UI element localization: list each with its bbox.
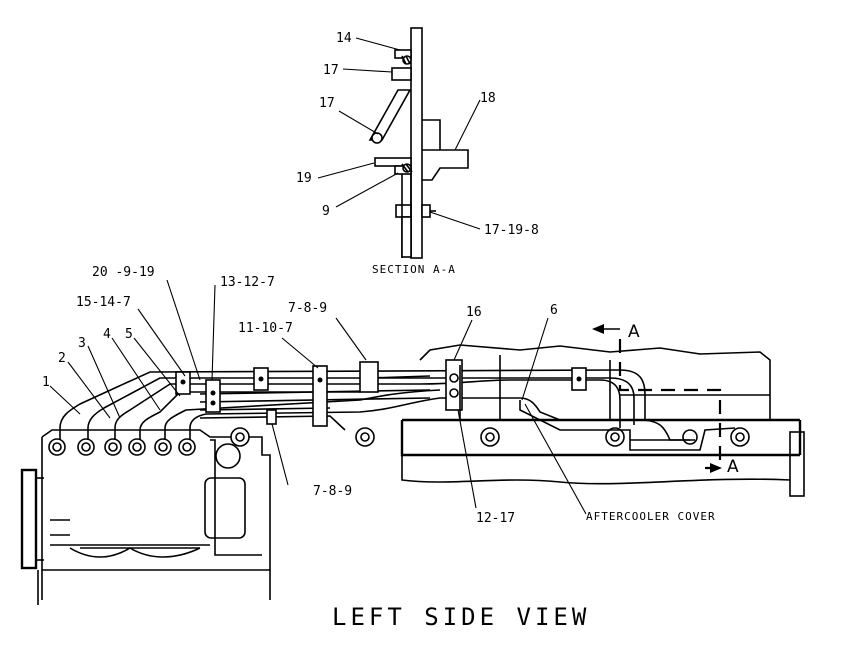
label-1: 1: [42, 375, 50, 390]
label-9: 9: [322, 204, 330, 219]
label-12-17: 12-17: [476, 511, 515, 526]
section-caption: SECTION A-A: [372, 263, 456, 276]
section-cut-line: A A: [592, 322, 739, 477]
label-3: 3: [78, 336, 86, 351]
label-16: 16: [466, 305, 482, 320]
left-side-view-drawing: A A 1 2 3 4 5 15-14-7 20 -9-19: [20, 265, 805, 631]
label-11-10-7: 11-10-7: [238, 321, 293, 336]
injector-nuts: [48, 427, 750, 456]
section-mark-top: A: [628, 322, 640, 342]
label-7-8-9-bottom: 7-8-9: [313, 484, 352, 499]
label-17-clip: 17: [319, 96, 335, 111]
label-14: 14: [336, 31, 352, 46]
engine-block: [41, 429, 271, 600]
label-13-12-7: 13-12-7: [220, 275, 275, 290]
view-title: LEFT SIDE VIEW: [332, 603, 590, 631]
label-15-14-7: 15-14-7: [76, 295, 131, 310]
label-5: 5: [125, 327, 133, 342]
label-19: 19: [296, 171, 312, 186]
label-20-9-19: 20 -9-19: [92, 265, 155, 280]
label-2: 2: [58, 351, 66, 366]
label-aftercooler-cover: AFTERCOOLER COVER: [586, 510, 716, 523]
label-7-8-9-top: 7-8-9: [288, 301, 327, 316]
label-18: 18: [480, 91, 496, 106]
section-plate: [410, 27, 423, 259]
bracket-18: [422, 119, 469, 181]
section-a-a-detail: 14 17 17 18 19 9 17-19-8 SECTION A-A: [296, 27, 539, 276]
flywheel-housing: [20, 468, 38, 570]
leader-lines: [49, 279, 587, 515]
fuel-line-bundle: [59, 369, 736, 451]
label-6: 6: [550, 303, 558, 318]
label-17-19-8: 17-19-8: [484, 223, 539, 238]
label-4: 4: [103, 327, 111, 342]
label-17-top: 17: [323, 63, 339, 78]
line-clamps: [175, 359, 587, 427]
aftercooler-area: [400, 344, 805, 497]
section-mark-bottom: A: [727, 457, 739, 477]
